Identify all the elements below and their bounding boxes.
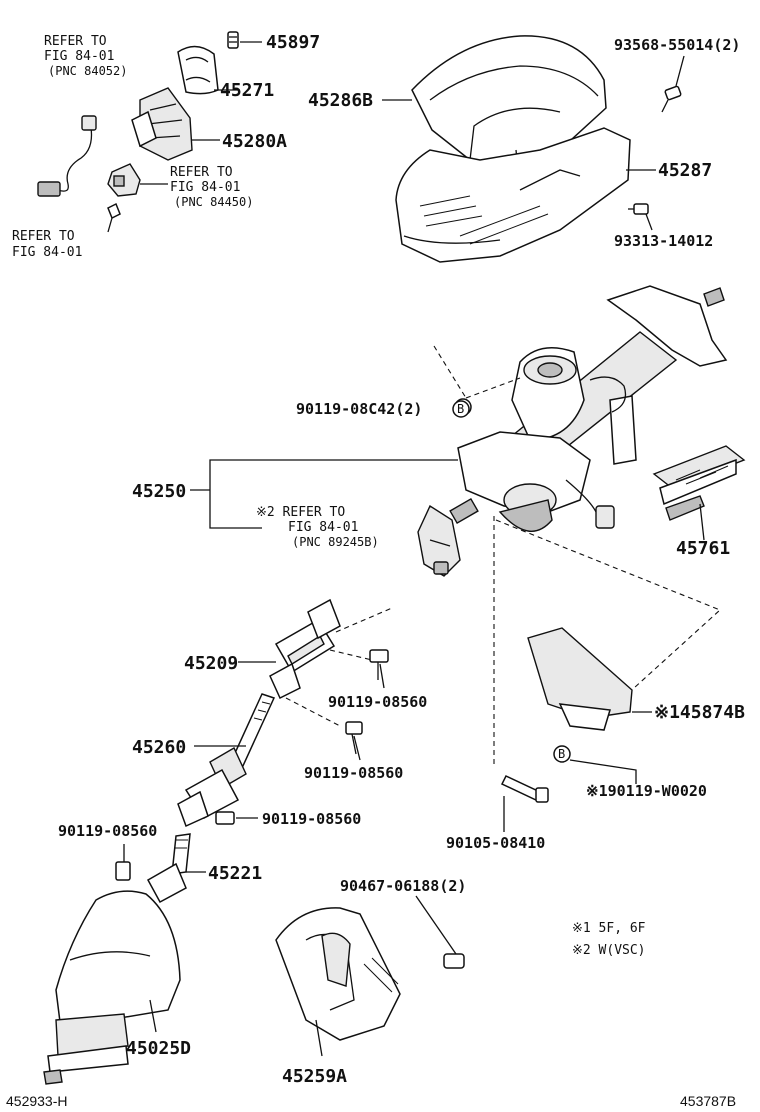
ref-89245B: ※2 REFER TO FIG 84-01 (PNC 89245B) [256, 505, 379, 549]
note-2: ※2 W(VSC) [572, 943, 646, 958]
small-screw-shape [107, 202, 121, 233]
dash-90119-08c42 [433, 345, 521, 399]
leader-90119-a [379, 663, 385, 689]
label-90467-06188: 90467-06188(2) [340, 877, 466, 895]
lower-cover-45287-shape [395, 127, 631, 263]
ref-84052-line3: (PNC 84052) [48, 64, 127, 78]
callout-b-upper-letter: B [457, 402, 464, 416]
label-45250: 45250 [132, 481, 186, 502]
leader-45259A [315, 1019, 323, 1057]
joint-45209-shape [269, 598, 341, 700]
harness-clamp-45761-shape [652, 445, 746, 521]
leader-90467 [415, 895, 457, 955]
cover-45874B-shape [527, 627, 633, 731]
label-45025D: 45025D [126, 1038, 191, 1059]
label-90105-08410: 90105-08410 [446, 834, 545, 852]
leader-90119-w0020 [569, 759, 637, 784]
sensor-89245B-shape [417, 504, 461, 577]
ref-fig-84-01: REFER TO FIG 84-01 [12, 229, 82, 260]
label-90119-08c42: 90119-08C42(2) [296, 400, 422, 418]
label-45209: 45209 [184, 653, 238, 674]
leader-93313 [645, 213, 653, 231]
label-45221: 45221 [208, 863, 262, 884]
ref-84052: REFER TO FIG 84-01 (PNC 84052) [44, 34, 127, 78]
callout-b-lower: B [558, 747, 565, 761]
callout-b-lower-letter: B [558, 747, 565, 761]
label-90119-08560-c: 90119-08560 [262, 810, 361, 828]
ref-fig-line1: REFER TO [12, 229, 75, 244]
screw-93568-shape [661, 85, 682, 113]
shaft-45260-shape [177, 693, 276, 828]
bracket-45250 [209, 459, 458, 529]
note-1: ※1 5F, 6F [572, 921, 646, 936]
steering-column-45250-shape [449, 285, 728, 532]
bolt-90119-d-shape [115, 844, 131, 881]
callout-b-lower-shape [553, 745, 571, 763]
label-90119-08560-a: 90119-08560 [328, 693, 427, 711]
ref-84052-line2: FIG 84-01 [44, 49, 114, 64]
dash-45874B [495, 519, 722, 689]
label-93313-14012: 93313-14012 [614, 232, 713, 250]
ref-84450-line2: FIG 84-01 [170, 180, 240, 195]
ref-89245B-line3: (PNC 89245B) [292, 535, 379, 549]
label-45287: 45287 [658, 160, 712, 181]
bolt-90119-c-shape [215, 811, 235, 825]
ref-84052-line1: REFER TO [44, 34, 107, 49]
dash-45209 [285, 607, 393, 727]
bolt-90105-shape [500, 775, 549, 803]
footer-left-code: 452933-H [6, 1093, 68, 1109]
label-45260: 45260 [132, 737, 186, 758]
leader-45025D [149, 999, 157, 1033]
leader-45761 [699, 503, 705, 541]
label-93568-55014: 93568-55014(2) [614, 36, 740, 54]
label-45897: 45897 [266, 32, 320, 53]
label-45271: 45271 [220, 80, 274, 101]
label-90119-08560-b: 90119-08560 [304, 764, 403, 782]
ref-84450-line1: REFER TO [170, 165, 233, 180]
clamp-45271-shape [177, 45, 219, 95]
yoke-45221-shape [146, 833, 191, 904]
seal-45259A-shape [275, 907, 401, 1041]
leader-90119-b [353, 735, 361, 761]
screw-45897-shape [227, 31, 239, 49]
label-90119-w0020: ※190119-W0020 [586, 782, 707, 800]
label-90119-08560-d: 90119-08560 [58, 822, 157, 840]
ref-84450: REFER TO FIG 84-01 (PNC 84450) [170, 165, 253, 209]
leader-93568 [675, 55, 685, 87]
ref-84450-line3: (PNC 84450) [174, 195, 253, 209]
ref-89245B-line2: FIG 84-01 [288, 520, 358, 535]
switch-45280A-shape [131, 87, 193, 161]
bolt-90119-b-shape [345, 721, 363, 755]
bolt-90119-a-shape [369, 649, 389, 680]
boot-45025D-shape [43, 890, 181, 1085]
footer-right-code: 453787B [680, 1093, 736, 1109]
label-45259A: 45259A [282, 1066, 347, 1087]
label-45761: 45761 [676, 538, 730, 559]
label-45280A: 45280A [222, 131, 287, 152]
bolt-90467-shape [443, 953, 465, 969]
wire-harness-shape [37, 115, 97, 197]
callout-b-upper: B [452, 400, 470, 418]
ref-fig-line2: FIG 84-01 [12, 245, 82, 260]
screw-93313-shape [628, 203, 649, 215]
label-45286B: 45286B [308, 90, 373, 111]
ref-89245B-line1: ※2 REFER TO [256, 505, 345, 520]
label-45874B: ※145874B [654, 702, 745, 723]
sensor-connector-shape [107, 163, 168, 197]
